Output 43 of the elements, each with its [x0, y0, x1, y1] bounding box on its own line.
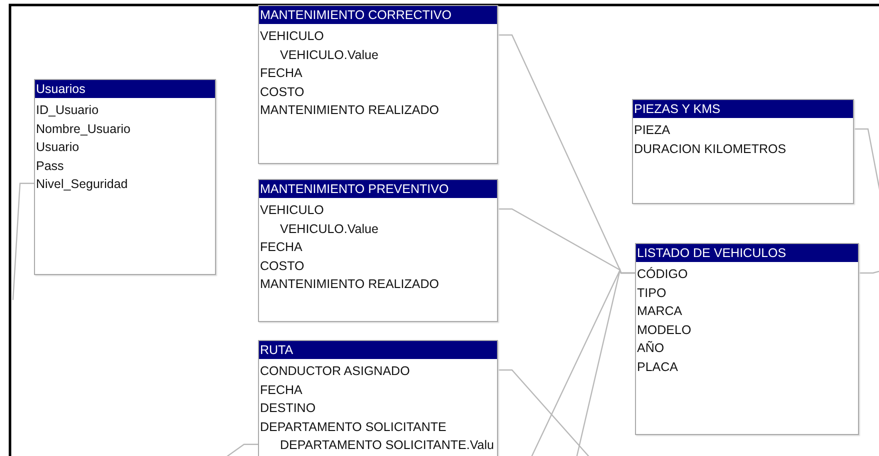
table-box: [258, 5, 498, 164]
table-box: [258, 179, 498, 322]
field-name: FECHA: [259, 65, 304, 82]
field-name: VEHICULO: [259, 202, 325, 219]
field-name: Nombre_Usuario: [35, 120, 132, 138]
table-header: MANTENIMIENTO CORRECTIVO: [259, 6, 497, 24]
table-header: PIEZAS Y KMS: [633, 100, 853, 118]
relationship-line: [12, 182, 34, 300]
relationship-line: [859, 269, 879, 274]
table-header: RUTA: [259, 341, 497, 359]
field-name: COSTO: [259, 258, 306, 275]
field-name: CÓDIGO: [636, 266, 689, 283]
field-name: MODELO: [636, 322, 692, 339]
field-name: PIEZA: [633, 122, 672, 139]
field-name: MANTENIMIENTO REALIZADO: [259, 276, 440, 294]
field-name: MARCA: [636, 303, 684, 320]
field-name: DEPARTAMENTO SOLICITANTE: [259, 418, 448, 436]
table-header: Usuarios: [35, 80, 215, 98]
table-header: MANTENIMIENTO PREVENTIVO: [259, 180, 497, 198]
field-name: MANTENIMIENTO REALIZADO: [259, 102, 440, 120]
field-name: DEPARTAMENTO SOLICITANTE.Valu: [279, 437, 495, 454]
table-box: [635, 243, 859, 435]
field-name: Pass: [35, 158, 65, 175]
field-name: VEHICULO.Value: [279, 220, 380, 238]
field-name: Nivel_Seguridad: [35, 176, 129, 194]
field-name: ID_Usuario: [35, 102, 100, 119]
field-name: Usuario: [35, 139, 80, 156]
field-name: VEHICULO: [259, 28, 325, 45]
field-name: VEHICULO.Value: [279, 46, 380, 64]
table-header: LISTADO DE VEHICULOS: [636, 244, 858, 262]
field-name: AÑO: [636, 340, 666, 358]
field-name: COSTO: [259, 84, 306, 101]
table-box: [34, 79, 216, 275]
table-box: [258, 340, 498, 456]
field-name: FECHA: [259, 239, 304, 256]
table-box: [632, 99, 854, 204]
relationship-line: [575, 268, 635, 456]
field-name: DESTINO: [259, 400, 317, 418]
field-name: DURACION KILOMETROS: [633, 140, 788, 158]
field-name: FECHA: [259, 382, 304, 399]
field-name: CONDUCTOR ASIGNADO: [259, 363, 411, 380]
field-name: TIPO: [636, 284, 668, 302]
field-name: PLACA: [636, 358, 679, 376]
